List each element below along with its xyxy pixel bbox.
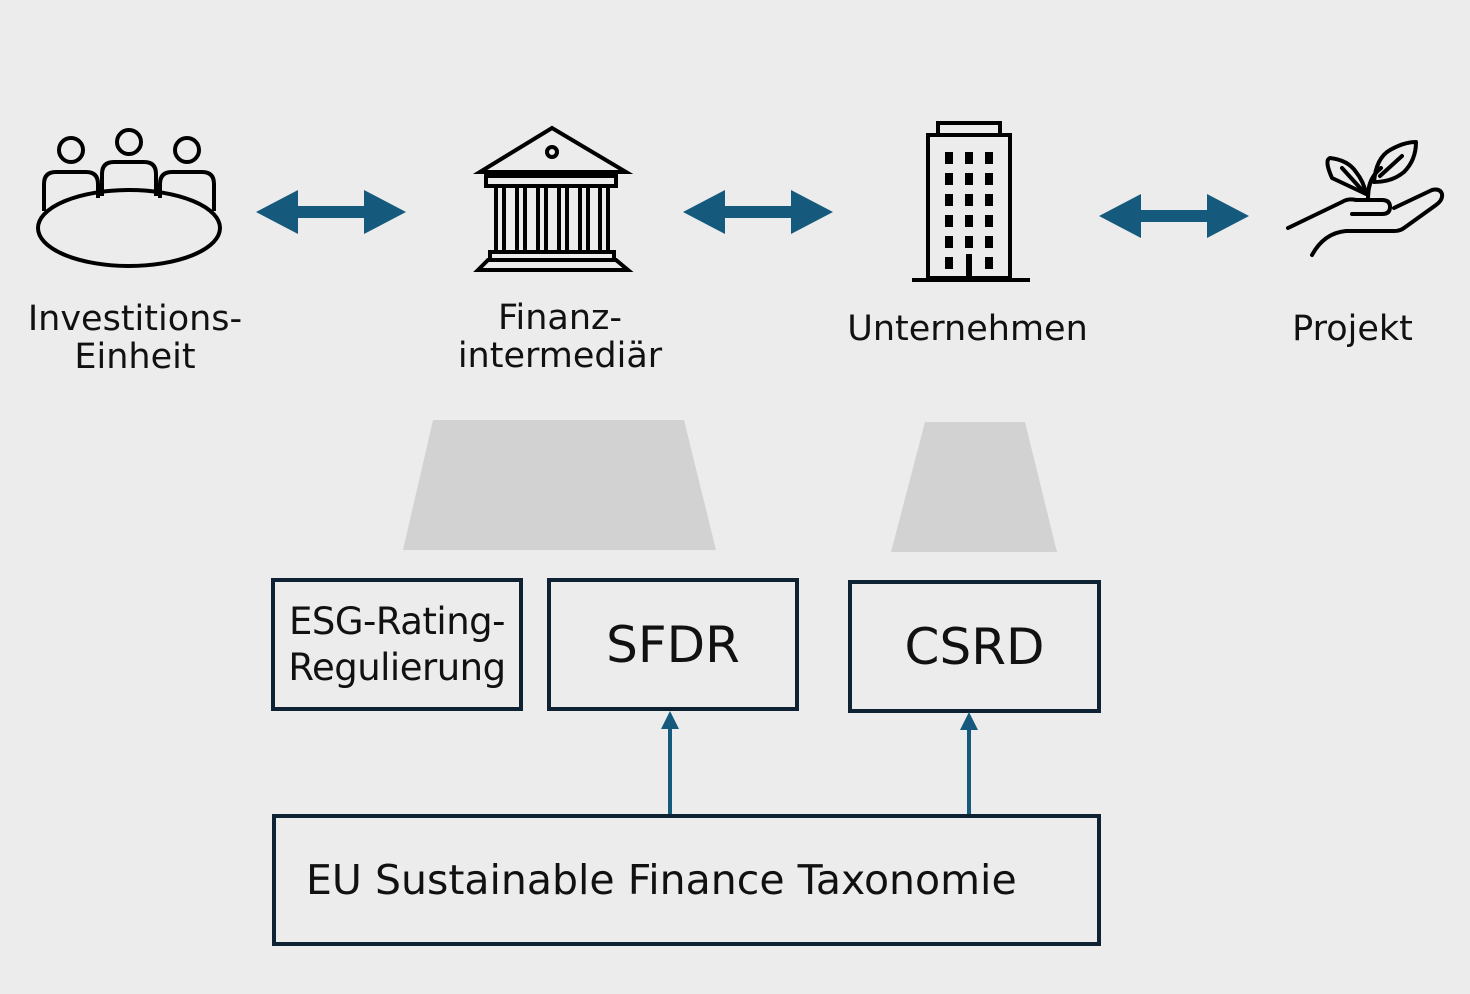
csrd-label: CSRD [904, 617, 1045, 676]
bidirectional-arrow-1 [256, 190, 406, 234]
bidirectional-arrow-3 [1099, 194, 1249, 238]
arrow-taxonomy-to-sfdr [661, 711, 679, 816]
eu-taxonomy-label: EU Sustainable Finance Taxonomie [306, 856, 1017, 904]
office-building-icon [912, 121, 1030, 282]
actor-label-finanzintermediaer: Finanz- intermediär [457, 298, 663, 376]
actor-label-projekt: Projekt [1292, 309, 1413, 349]
esg-rating-regulation-box: ESG-Rating- Regulierung [271, 578, 523, 711]
csrd-box: CSRD [848, 580, 1101, 713]
actor-label-investitionseinheit: Investitions- Einheit [27, 299, 243, 377]
meeting-table-icon [36, 128, 222, 268]
bidirectional-arrow-2 [683, 190, 833, 234]
eu-taxonomy-box: EU Sustainable Finance Taxonomie [272, 814, 1101, 946]
hand-with-plant-icon [1286, 140, 1445, 257]
sfdr-box: SFDR [547, 578, 799, 711]
esg-rating-regulation-label: ESG-Rating- Regulierung [288, 599, 506, 689]
sfdr-label: SFDR [606, 615, 740, 674]
bank-icon [472, 125, 634, 272]
actor-label-unternehmen: Unternehmen [847, 309, 1088, 349]
arrow-taxonomy-to-csrd [960, 712, 978, 816]
